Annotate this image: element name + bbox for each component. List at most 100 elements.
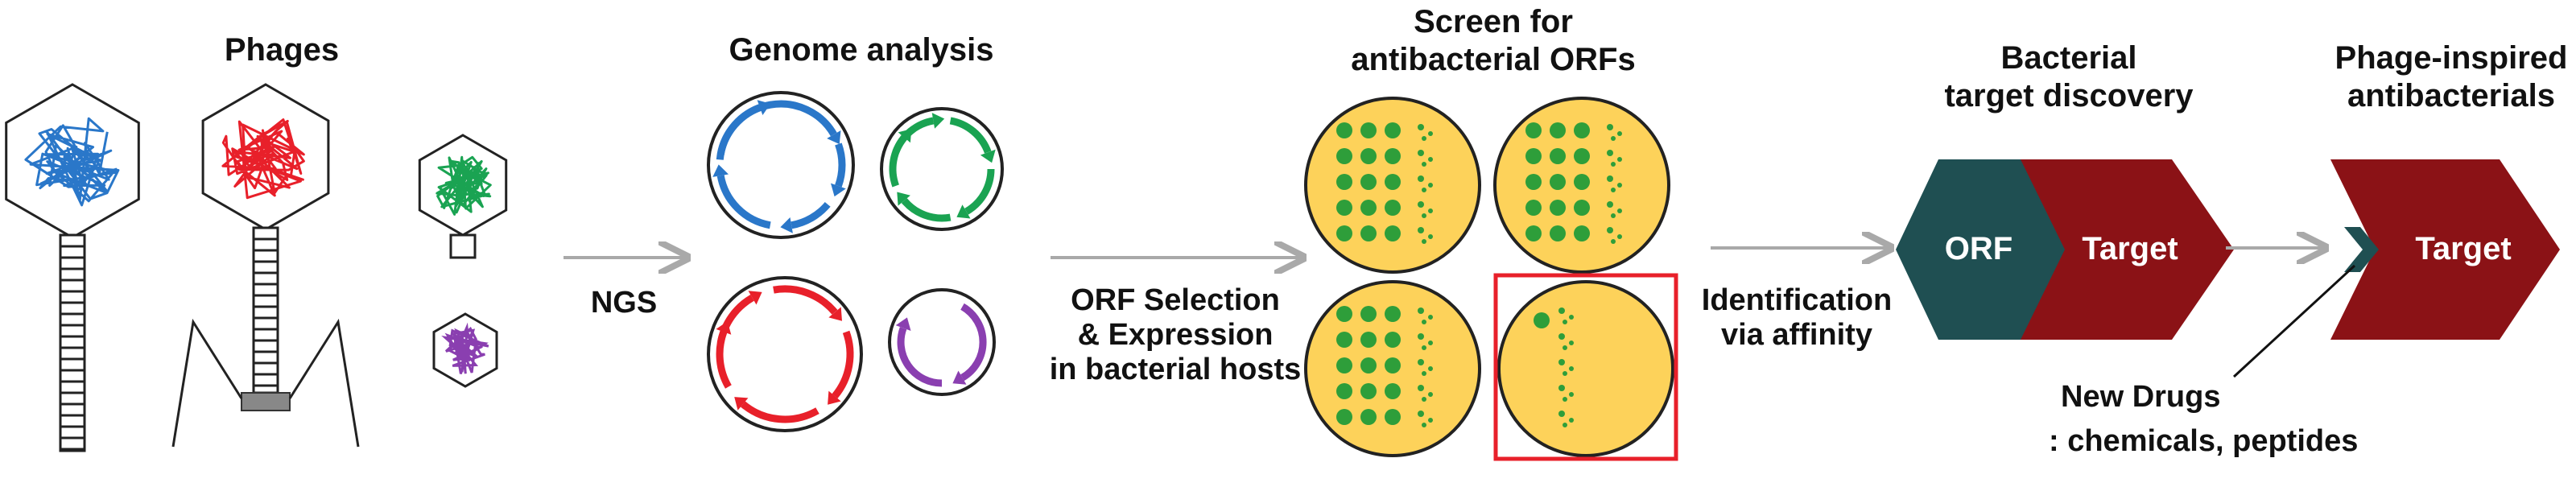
orf-label: ORF <box>1945 231 2013 266</box>
plate-top-left-colony <box>1336 225 1352 241</box>
plate-top-left-colony <box>1336 200 1352 216</box>
plate-top-right-dilution-dot <box>1617 157 1622 162</box>
green-genome-orf-arrowhead <box>980 149 996 163</box>
plate-top-left-colony <box>1360 122 1377 138</box>
plate-top-left-dilution-dot <box>1428 183 1433 188</box>
genome-circles <box>707 91 1004 432</box>
plate-top-left-dilution-dot <box>1418 201 1424 208</box>
plate-top-right-colony <box>1525 174 1542 190</box>
green-genome-orf-arc <box>949 117 992 154</box>
plate-top-right-colony <box>1525 200 1542 216</box>
plate-bottom-left-colony <box>1385 306 1401 322</box>
plate-bottom-left-colony <box>1336 409 1352 425</box>
plate-top-left-colony <box>1385 122 1401 138</box>
plate-top-left-dilution-dot <box>1422 188 1426 192</box>
blue-genome-orf-arrowhead <box>831 183 846 197</box>
purple-genome-outline <box>888 288 996 396</box>
green-genome-orf-arrowhead <box>897 192 910 206</box>
plate-top-left-dilution-dot <box>1422 213 1426 218</box>
plate-bottom-left-colony <box>1336 306 1352 322</box>
plate-top-right-colony <box>1550 148 1566 164</box>
plate-top-left-dilution-dot <box>1428 157 1433 162</box>
inspired-target-chevron <box>2330 159 2560 340</box>
plate-top-left-dilution-dot <box>1418 150 1424 156</box>
genome-analysis-title: Genome analysis <box>729 32 993 68</box>
plate-bottom-right-hit-dilution-dot <box>1558 411 1565 417</box>
drug-chevron <box>2344 227 2379 272</box>
target-discovery-title-line2: target discovery <box>1944 78 2194 113</box>
red-phage-tail-fiber <box>171 318 243 448</box>
red-genome-orf-arrowhead <box>716 321 732 335</box>
orf-hexagon <box>1896 159 2065 340</box>
purple-genome-orf-arrowhead <box>952 370 967 385</box>
plate-bottom-right-hit-dilution-dot <box>1569 340 1574 345</box>
blue-phage-tail <box>59 233 86 452</box>
plate-top-left-dilution-dot <box>1428 234 1433 239</box>
red-genome-orf-arrowhead <box>734 397 749 411</box>
plate-top-right-colony <box>1574 122 1590 138</box>
ngs-label: NGS <box>591 286 657 320</box>
orf-selection-line1: ORF Selection <box>1071 283 1280 317</box>
identification-line1: Identification <box>1702 283 1892 317</box>
inspired-target-label: Target <box>2415 231 2511 266</box>
phage-illustrations <box>5 83 508 452</box>
purple-genome-orf-arc <box>897 327 943 387</box>
blue-genome-orf-arc <box>791 201 831 229</box>
plate-bottom-right-hit-dilution-dot <box>1569 418 1574 423</box>
plate-top-left-colony <box>1385 174 1401 190</box>
screening-plates <box>1304 97 1674 457</box>
plate-top-left-dilution-dot <box>1418 227 1424 233</box>
orf-selection-line2: & Expression <box>1078 318 1274 352</box>
blue-genome-orf-arc <box>835 142 846 188</box>
plate-bottom-left-colony <box>1385 357 1401 374</box>
plate-bottom-left-colony <box>1360 306 1377 322</box>
red-genome-orf-arrowhead <box>828 390 841 405</box>
plate-bottom-left-colony <box>1360 332 1377 348</box>
blue-genome-orf-arrowhead <box>712 164 729 177</box>
plate-bottom-left-dilution-dot <box>1418 359 1424 365</box>
plate-bottom-right-hit-dilution-dot <box>1558 385 1565 391</box>
plate-top-right-colony <box>1550 174 1566 190</box>
target-chevron <box>2008 159 2234 340</box>
red-genome-orf-arc <box>741 401 819 423</box>
plate-bottom-right-hit-dilution-dot <box>1569 392 1574 397</box>
plate-top-left-colony <box>1336 122 1352 138</box>
green-genome-orf-arrowhead <box>956 204 971 219</box>
plate-bottom-right-hit-dilution-dot <box>1558 359 1565 365</box>
plate-top-right-colony <box>1550 225 1566 241</box>
plate-bottom-left-dilution-dot <box>1422 397 1426 402</box>
plate-bottom-left-dilution-dot <box>1418 307 1424 314</box>
new-drugs-pointer <box>2232 264 2356 378</box>
plate-top-left-colony <box>1360 148 1377 164</box>
plate-bottom-right-hit-dilution-dot <box>1558 333 1565 340</box>
plate-top-right-dilution-dot <box>1611 188 1616 192</box>
plate-top-right-dilution-dot <box>1617 183 1622 188</box>
plate-top-right-dilution-dot <box>1611 213 1616 218</box>
new-drugs-line1: New Drugs <box>2061 380 2220 414</box>
phages-title: Phages <box>225 32 339 68</box>
plate-top-right-dilution-dot <box>1607 227 1613 233</box>
plate-top-right-colony <box>1574 225 1590 241</box>
red-genome-orf-arrowhead <box>828 307 842 321</box>
plate-bottom-right-hit-dilution-dot <box>1569 366 1574 371</box>
plate-top-left-colony <box>1360 174 1377 190</box>
red-phage-tail <box>252 226 279 394</box>
orf-selection-line3: in bacterial hosts <box>1050 353 1302 386</box>
plate-top-right-dilution-dot <box>1611 162 1616 167</box>
plate-bottom-left-dilution-dot <box>1428 366 1433 371</box>
red-genome-orf-arrowhead <box>748 291 762 305</box>
blue-genome-outline <box>707 91 855 239</box>
plate-bottom-left-dilution-dot <box>1422 320 1426 324</box>
plate-bottom-left-colony <box>1385 409 1401 425</box>
plate-bottom-left-colony <box>1385 383 1401 399</box>
plate-top-left-dilution-dot <box>1418 175 1424 182</box>
purple-phage-genome <box>441 322 489 374</box>
plate-top-right-colony <box>1574 174 1590 190</box>
identification-line2: via affinity <box>1721 318 1872 352</box>
red-genome-orf-arc <box>773 285 838 315</box>
plate-top-left-dilution-dot <box>1418 124 1424 130</box>
plate-top-left-colony <box>1360 200 1377 216</box>
plate-top-right-colony <box>1525 225 1542 241</box>
plate-bottom-left-colony <box>1360 357 1377 374</box>
